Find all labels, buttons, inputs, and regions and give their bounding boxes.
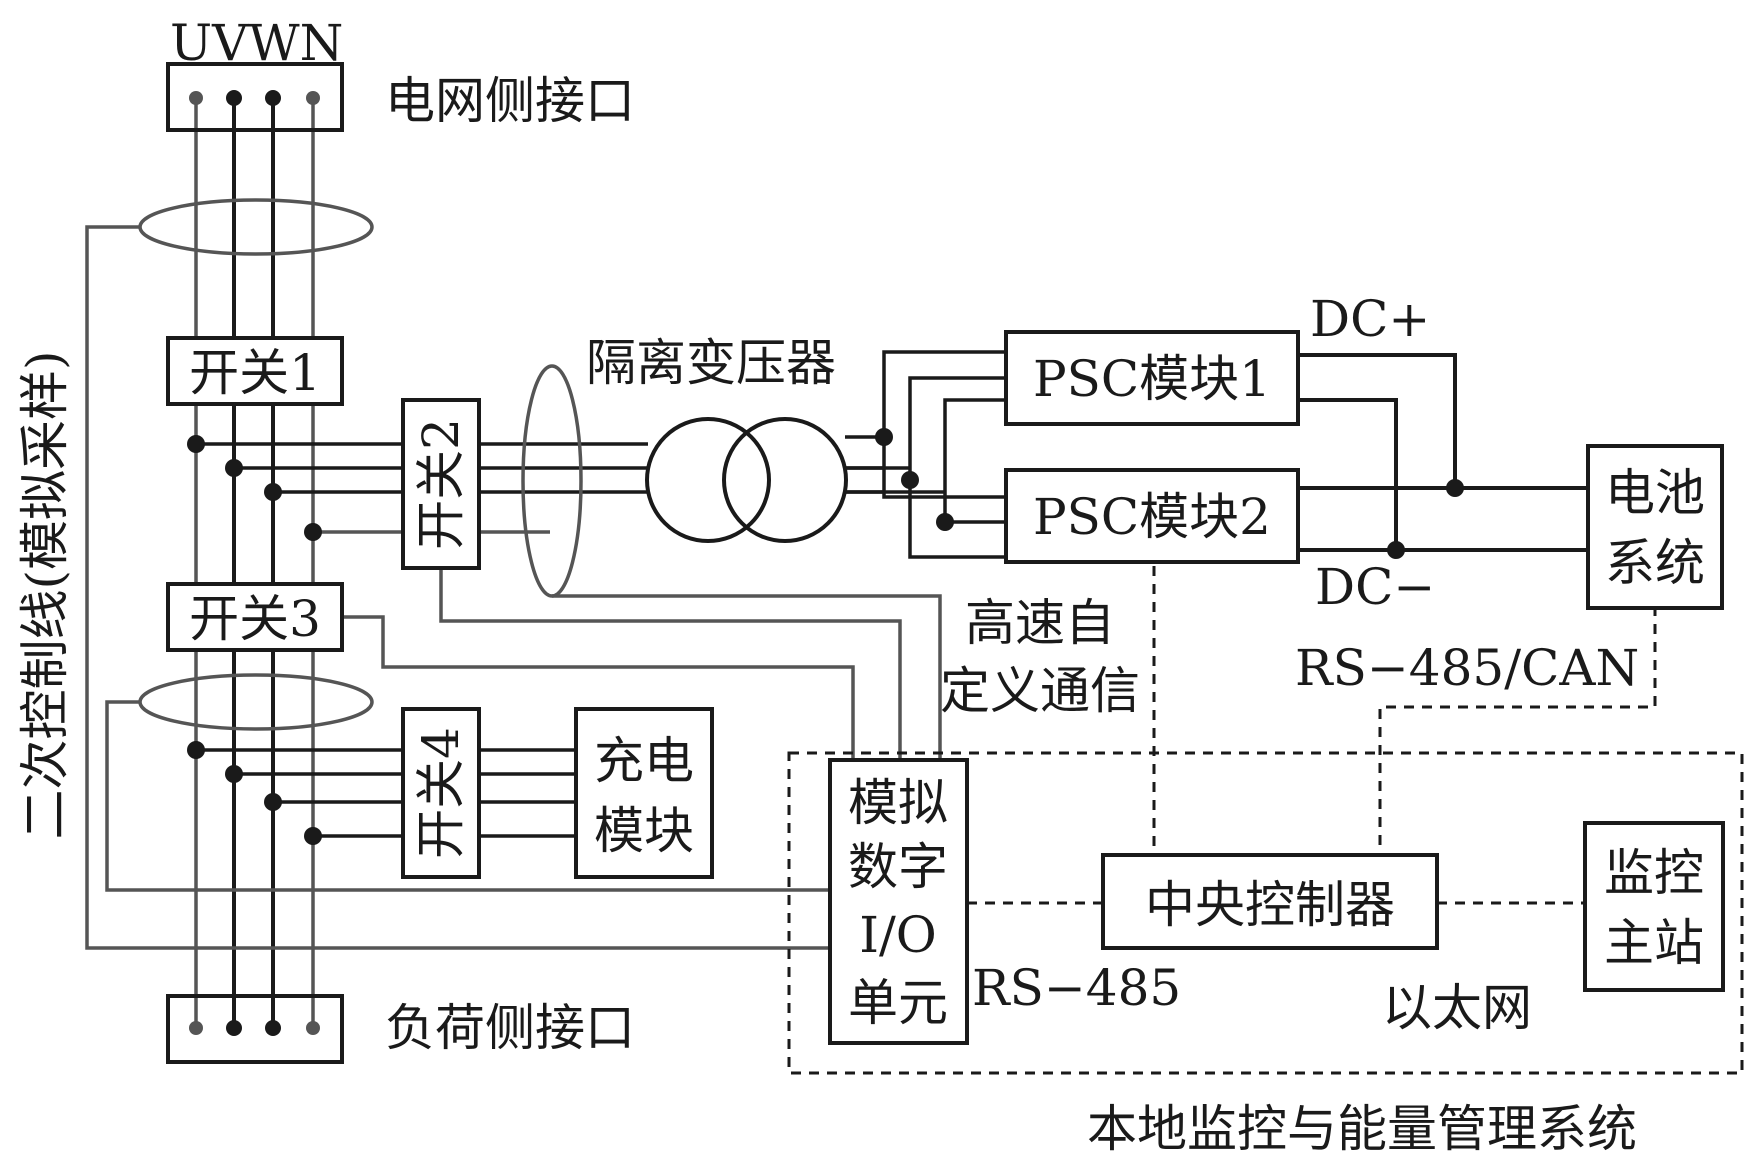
grid-interface-label: 电网侧接口: [385, 72, 635, 130]
secondary-control-lines: [85, 225, 830, 950]
switch1-label: 开关1: [189, 344, 321, 402]
io-line1: 模拟: [848, 774, 948, 832]
rs485-label: RS−485: [972, 959, 1181, 1017]
secondary-control-label: 二次控制线(模拟采样): [16, 350, 74, 839]
load-interface-label: 负荷侧接口: [385, 999, 635, 1057]
switch1-box[interactable]: [166, 336, 344, 406]
communication-lines: [967, 566, 1657, 905]
grid-current-sensor: [138, 198, 374, 256]
switch3-label: 开关3: [189, 590, 321, 648]
grid-interface-terminal: [166, 62, 344, 132]
transformer-label: 隔离变压器: [586, 334, 836, 392]
io-line2: 数字: [848, 838, 948, 896]
monitor-station-box[interactable]: [1583, 821, 1725, 992]
battery-line2: 系统: [1605, 534, 1705, 592]
local-system-label: 本地监控与能量管理系统: [1087, 1100, 1637, 1158]
dc-plus-label: DC+: [1310, 290, 1430, 348]
branch-to-switch2: [187, 435, 403, 541]
switch2-box[interactable]: [401, 398, 481, 570]
uvwn-label: UVWN: [170, 14, 343, 72]
isolation-transformer: [645, 417, 848, 543]
hs-comm-line2: 定义通信: [940, 662, 1140, 720]
switch4-box[interactable]: [401, 707, 481, 879]
switch2-label: 开关2: [412, 418, 470, 550]
io-line3: I/O: [859, 906, 937, 964]
dc-minus-label: DC−: [1315, 558, 1435, 616]
io-line4: 单元: [848, 974, 948, 1032]
dc-bus: [1298, 353, 1588, 559]
psc2-box[interactable]: [1004, 468, 1300, 564]
local-system-boundary: [787, 751, 1744, 1075]
switch-control-lines: [342, 568, 942, 760]
transformer-current-sensor: [521, 364, 583, 598]
battery-line1: 电池: [1605, 464, 1705, 522]
monitor-line2: 主站: [1604, 914, 1704, 972]
ethernet-label: 以太网: [1382, 979, 1532, 1037]
charging-module-box[interactable]: [574, 707, 714, 879]
load-current-sensor: [138, 673, 374, 731]
transformer-to-psc: [845, 350, 1006, 559]
charging-line1: 充电: [594, 732, 694, 790]
io-unit-box[interactable]: [828, 758, 969, 1045]
psc2-label: PSC模块2: [1033, 488, 1271, 546]
rs485-can-label: RS−485/CAN: [1295, 639, 1639, 697]
central-controller-box[interactable]: [1101, 853, 1439, 950]
main-bus: [194, 98, 315, 1025]
switch2-to-transformer: [479, 442, 648, 534]
monitor-line1: 监控: [1604, 844, 1704, 902]
battery-box[interactable]: [1586, 444, 1724, 610]
load-interface-terminal: [166, 994, 344, 1064]
switch4-label: 开关4: [412, 727, 470, 859]
psc1-box[interactable]: [1004, 330, 1300, 426]
hs-comm-line1: 高速自: [965, 594, 1115, 652]
switch3-box[interactable]: [166, 582, 344, 652]
charging-line2: 模块: [594, 802, 694, 860]
branch-to-switch4: [187, 741, 403, 845]
switch4-to-charger: [479, 748, 576, 838]
central-controller-label: 中央控制器: [1145, 876, 1395, 934]
psc1-label: PSC模块1: [1033, 350, 1271, 408]
